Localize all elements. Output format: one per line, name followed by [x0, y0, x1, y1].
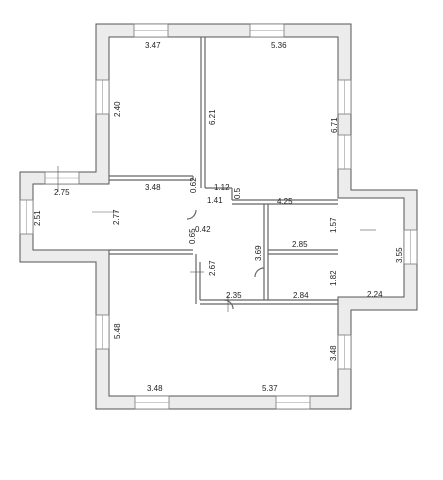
window-bottom-left	[134, 395, 170, 410]
window-right-mid	[337, 134, 352, 170]
dim-label: 2.67	[208, 260, 217, 276]
dim-label: 2.75	[54, 188, 70, 197]
window-left-upper	[95, 79, 110, 115]
dim-label: 2.77	[112, 209, 121, 225]
dim-label: 2.84	[293, 291, 309, 300]
window-left-lower	[95, 314, 110, 350]
dim-label: 2.40	[113, 101, 122, 117]
dim-label: 3.47	[145, 41, 161, 50]
window-top-right	[249, 23, 285, 38]
interior-partitions	[109, 37, 338, 305]
dim-label: 0.62	[189, 177, 198, 193]
dim-label: 0.5	[233, 187, 242, 199]
dim-label: 5.37	[262, 384, 278, 393]
window-right-lower	[337, 334, 352, 370]
dim-label: 4.25	[277, 197, 293, 206]
interior-floor	[32, 36, 405, 397]
window-vestibule-top	[44, 171, 80, 185]
window-bottom-right	[275, 395, 311, 410]
door-markers	[186, 209, 265, 310]
dim-label: 6.21	[208, 109, 217, 125]
dim-label: 0.65	[188, 228, 197, 244]
dim-label: 0.42	[195, 225, 211, 234]
dim-label: 6.71	[330, 117, 339, 133]
dimension-ticks	[57, 166, 376, 312]
dim-label: 1.41	[207, 196, 223, 205]
dimension-labels: 3.47 5.36 2.40 6.21 6.71 2.75 2.51 2.77 …	[33, 41, 404, 393]
windows	[19, 23, 418, 410]
dim-label: 2.51	[33, 210, 42, 226]
window-top-left	[133, 23, 169, 38]
dim-label: 5.48	[113, 323, 122, 339]
dim-label: 2.24	[367, 290, 383, 299]
dim-label: 1.12	[214, 183, 230, 192]
dim-label: 2.35	[226, 291, 242, 300]
dim-label: 3.48	[147, 384, 163, 393]
dim-label: 3.48	[145, 183, 161, 192]
dim-label: 2.85	[292, 240, 308, 249]
dim-label: 1.57	[329, 217, 338, 233]
window-vestibule-left	[19, 199, 34, 235]
dim-label: 3.55	[395, 247, 404, 263]
window-right-upper	[337, 79, 352, 115]
dim-label: 1.82	[329, 270, 338, 286]
dim-label: 5.36	[271, 41, 287, 50]
window-porch-right	[403, 229, 418, 265]
dim-label: 3.69	[254, 245, 263, 261]
dim-label: 3.48	[329, 345, 338, 361]
